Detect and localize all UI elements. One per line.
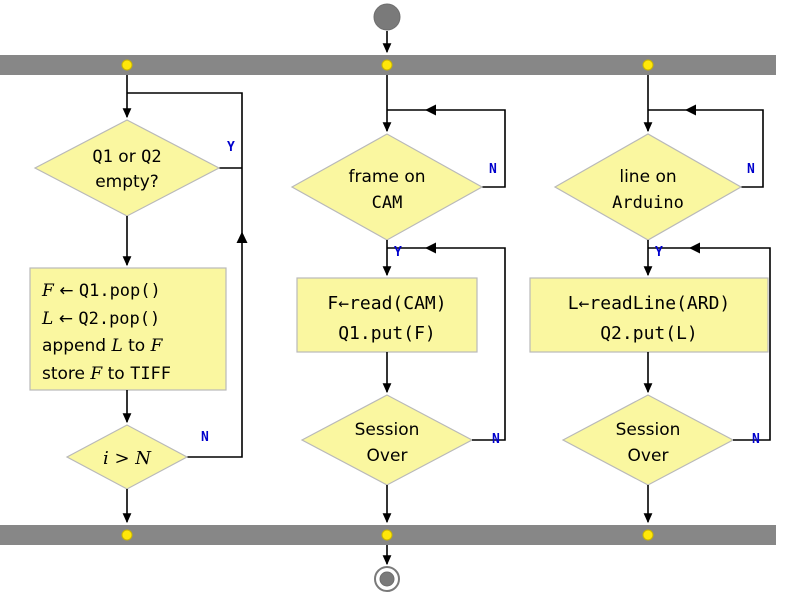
process-read-cam-line1: F←read(CAM) [327,293,447,314]
decision-session-over-arduino-label: Session Over [568,417,728,469]
loop-arrowhead-left-right-bottom [689,242,700,254]
decision-line-on-arduino-label: line on Arduino [558,164,738,216]
decision-queues-empty-line1: Q1 or Q2 [32,145,222,170]
decision-count [65,424,189,490]
process-read-cam-label: F←read(CAM) Q1.put(F) [297,289,477,349]
edge-no-loop-bottom-mid [387,247,506,441]
branch-label-no-right-bottom: N [752,432,760,447]
process-read-arduino-line1: L←readLine(ARD) [567,293,731,314]
loop-arrowhead-left-mid-top [425,104,436,116]
decision-queues-empty-label: Q1 or Q2 empty? [32,145,222,195]
join-dot-left [121,529,133,541]
join-dot-mid [381,529,393,541]
end-node-core [379,571,395,587]
fork-dot-right [642,59,654,71]
process-read-arduino [529,277,769,353]
fork-dot-mid [381,59,393,71]
process-read-cam [296,277,478,353]
decision-frame-line1: frame on [348,167,426,187]
branch-label-no-mid-bottom: N [492,432,500,447]
code-q2: Q2 [141,147,162,167]
process-read-arduino-line2: Q2.put(L) [600,323,698,344]
decision-line-on-arduino [553,133,743,241]
edge-no-loop-bottom-right [648,247,771,441]
branch-label-no-mid-top: N [489,162,497,177]
session-line1: Session [615,420,681,440]
process-store-line2: L ← Q2.pop() [42,306,171,334]
process-store-line3: append L to F [42,333,171,361]
join-dot-right [642,529,654,541]
process-store-frame-label: F ← Q1.pop() L ← Q2.pop() append L to F … [42,278,171,388]
loop-arrowhead-left-right-top [685,104,696,116]
var-f: F [42,281,54,301]
session-line2: Over [627,446,669,466]
process-read-cam-line2: Q1.put(F) [338,323,436,344]
session-line2: Over [366,446,408,466]
code-q1: Q1 [92,147,113,167]
decision-frame-on-cam-label: frame on CAM [297,164,477,216]
decision-frame-on-cam [290,133,484,241]
var-f: F [150,336,163,356]
code-q2-pop: Q2.pop() [78,308,161,329]
edge-no-loop-top-right [648,109,764,188]
branch-label-no-left: N [201,430,209,445]
decision-queues-empty-line2: empty? [95,172,159,192]
branch-label-no-right-top: N [747,162,755,177]
decision-line-line2: Arduino [612,193,684,213]
var-l: L [111,336,123,356]
decision-count-label: i > N [102,448,152,469]
text-to: to [122,336,151,356]
assign-arrow: ← [53,281,79,301]
var-l: L [42,308,54,329]
text-to: to [102,363,131,384]
code-tiff: TIFF [130,363,172,384]
start-node [373,3,401,31]
text-or: or [112,147,142,167]
edge-no-loop-top-mid [387,109,506,188]
session-line1: Session [354,420,420,440]
decision-line-line1: line on [619,167,677,187]
decision-session-over-cam-label: Session Over [307,417,467,469]
process-read-arduino-label: L←readLine(ARD) Q2.put(L) [530,289,768,349]
branch-label-yes-left: Y [227,140,235,155]
decision-frame-line2: CAM [371,193,403,213]
loop-arrowhead-left-mid-bottom [425,242,436,254]
fork-dot-left [121,59,133,71]
process-store-line4: store F to TIFF [42,361,171,389]
loop-arrowhead-up-left [236,231,248,243]
branch-label-yes-mid: Y [394,245,402,260]
assign-arrow: ← [53,308,79,329]
edge-loop-back-left [127,92,243,458]
branch-label-yes-right: Y [655,245,663,260]
process-store-line1: F ← Q1.pop() [42,278,171,306]
process-store-frame [29,267,227,391]
text-store: store [42,363,91,384]
code-q1-pop: Q1.pop() [78,281,161,301]
decision-queues-empty [33,119,221,217]
var-f: F [90,363,103,384]
text-append: append [42,336,112,356]
